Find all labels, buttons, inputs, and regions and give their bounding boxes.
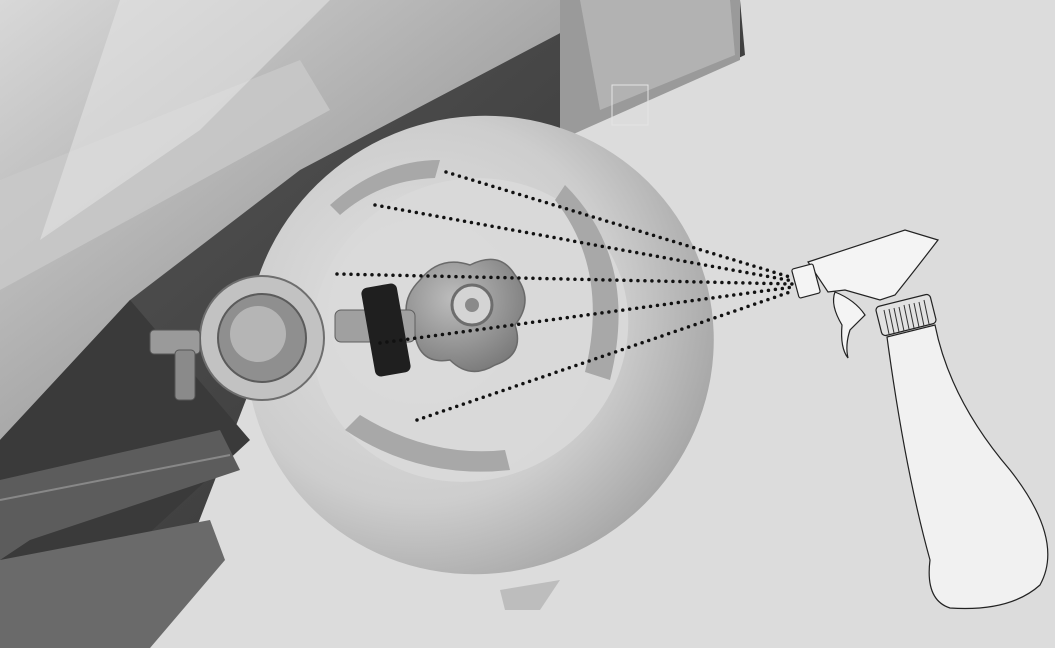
valve-handwheel-icon	[405, 258, 526, 373]
spray-bottle-icon	[791, 229, 1049, 610]
regulator-icon	[149, 275, 416, 401]
grill-icon	[0, 0, 745, 648]
spray-lines-icon	[335, 170, 795, 422]
